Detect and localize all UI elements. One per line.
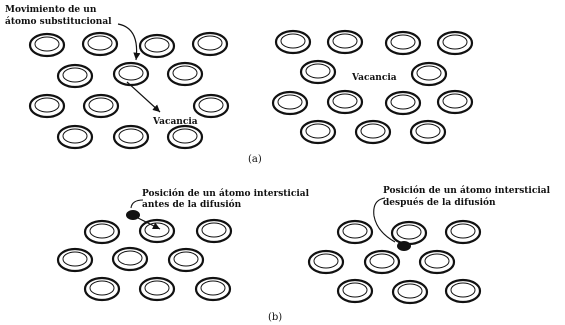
lattice-atom bbox=[193, 33, 227, 55]
lattice-atom bbox=[169, 249, 203, 271]
lattice-atom bbox=[438, 91, 472, 113]
lattice-atom bbox=[386, 92, 420, 114]
lattice-atom bbox=[30, 95, 64, 117]
substitutional-note-line2: átomo substitucional bbox=[5, 16, 112, 27]
lattice-atom bbox=[197, 220, 231, 242]
vacancy-label-after: Vacancia bbox=[351, 73, 397, 83]
lattice-atom bbox=[420, 251, 454, 273]
lattice-atom bbox=[85, 278, 119, 300]
lattice-atom bbox=[58, 65, 92, 87]
lattice-atom bbox=[446, 221, 480, 243]
interstitial-atom-after bbox=[397, 241, 411, 251]
lattice-atom bbox=[168, 126, 202, 148]
lattice-atom bbox=[392, 222, 426, 244]
substitutional-note-line1: Movimiento de un bbox=[5, 5, 97, 15]
lattice-atom bbox=[446, 280, 480, 302]
lattice-atom bbox=[194, 95, 228, 117]
lattice-atom bbox=[411, 121, 445, 143]
lattice-atom bbox=[30, 34, 64, 56]
lattice-atom bbox=[412, 63, 446, 85]
lattice-atom bbox=[140, 278, 174, 300]
panel-b-label: (b) bbox=[268, 312, 282, 323]
lattice-atoms bbox=[30, 31, 480, 303]
lattice-atom bbox=[114, 63, 148, 85]
lattice-atom bbox=[85, 221, 119, 243]
panel-a-label: (a) bbox=[248, 154, 262, 165]
vacancy-arrow bbox=[127, 82, 160, 112]
lattice-atom bbox=[393, 281, 427, 303]
lattice-atom bbox=[58, 249, 92, 271]
lattice-atom bbox=[140, 35, 174, 57]
lattice-atom bbox=[365, 251, 399, 273]
lattice-atom bbox=[114, 126, 148, 148]
lattice-atom bbox=[83, 33, 117, 55]
lattice-atom bbox=[328, 31, 362, 53]
lattice-atom bbox=[356, 121, 390, 143]
lattice-atom bbox=[273, 92, 307, 114]
vacancy-label-before: Vacancia bbox=[152, 117, 198, 127]
lattice-atom bbox=[276, 31, 310, 53]
lattice-atom bbox=[168, 63, 202, 85]
lattice-atom bbox=[338, 221, 372, 243]
lattice-atom bbox=[301, 61, 335, 83]
lattice-atom bbox=[309, 251, 343, 273]
lattice-atom bbox=[328, 91, 362, 113]
lattice-atom bbox=[438, 32, 472, 54]
substitutional-arrow bbox=[118, 24, 137, 60]
lattice-atom bbox=[58, 126, 92, 148]
interstitial-after-line2: después de la difusión bbox=[383, 197, 496, 208]
lattice-atom bbox=[338, 280, 372, 302]
interstitial-before-line1: Posición de un átomo intersticial bbox=[142, 188, 310, 199]
lattice-atom bbox=[301, 121, 335, 143]
lattice-atom bbox=[386, 32, 420, 54]
lattice-atom bbox=[140, 220, 174, 242]
interstitial-after-line1: Posición de un átomo intersticial bbox=[383, 185, 551, 196]
interstitial-before-line2: antes de la difusión bbox=[142, 199, 242, 210]
lattice-atom bbox=[196, 278, 230, 300]
lattice-atom bbox=[84, 95, 118, 117]
lattice-atom bbox=[113, 248, 147, 270]
